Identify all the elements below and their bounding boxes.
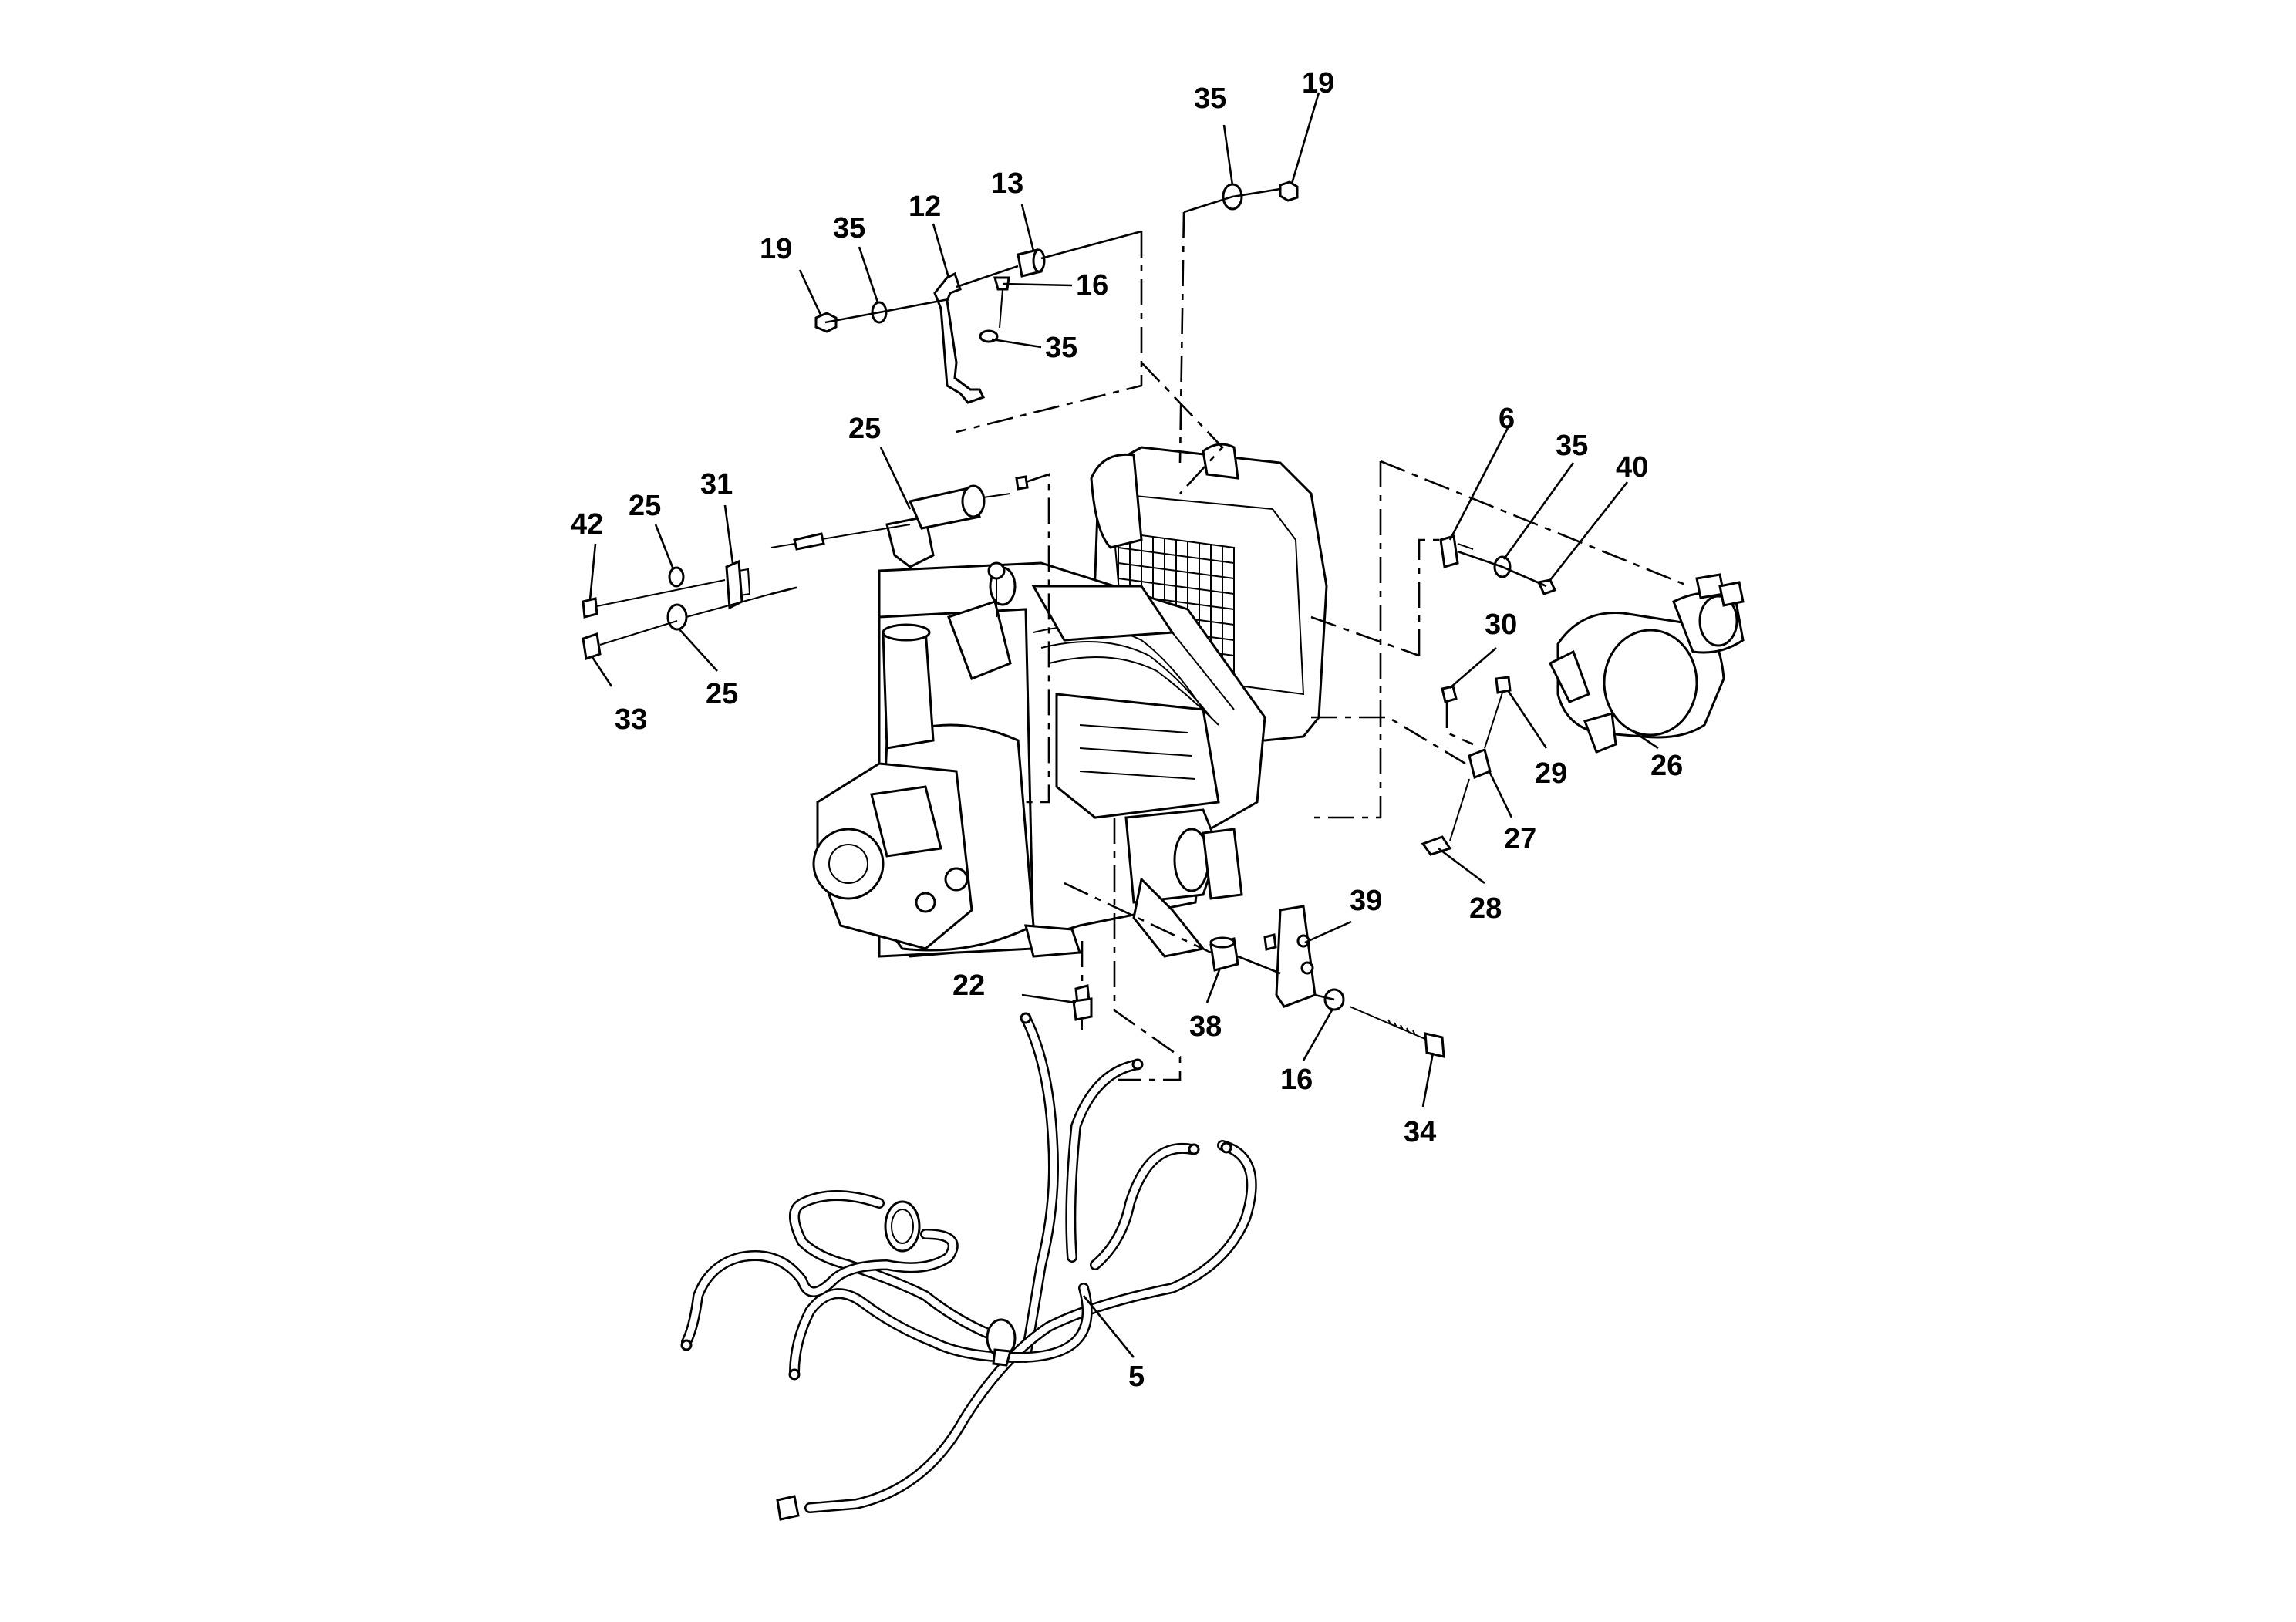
callout-35-mid: 35 — [1045, 332, 1077, 364]
callout-25-left: 25 — [629, 490, 661, 522]
callout-12: 12 — [909, 191, 941, 223]
engine-mount-group — [1064, 818, 1445, 1081]
callout-labels: 35 19 13 12 35 19 16 35 25 31 25 42 33 2… — [571, 67, 1683, 1393]
oil-pressure-sender — [1072, 941, 1093, 1030]
callout-28: 28 — [1469, 892, 1502, 925]
callout-31: 31 — [700, 468, 733, 501]
callout-35-right: 35 — [1556, 430, 1588, 462]
throttle-linkage-group — [1311, 676, 1512, 856]
upper-bracket-group — [814, 180, 1299, 494]
callout-42: 42 — [571, 508, 603, 541]
callout-25-top: 25 — [848, 413, 881, 445]
callout-30: 30 — [1485, 609, 1517, 641]
callout-19-top: 19 — [1302, 67, 1334, 99]
callout-35-top: 35 — [1194, 83, 1226, 115]
callout-16-top: 16 — [1076, 269, 1108, 302]
callout-26: 26 — [1650, 750, 1683, 782]
callout-39: 39 — [1350, 885, 1382, 917]
callout-34: 34 — [1404, 1116, 1436, 1148]
leader-lines — [588, 92, 1659, 1358]
callout-25-bottom: 25 — [706, 678, 738, 710]
engine-assembly — [812, 443, 1328, 958]
callout-22: 22 — [952, 969, 985, 1002]
fuel-hose-harness — [680, 1012, 1257, 1521]
callout-33: 33 — [615, 703, 647, 736]
callout-13: 13 — [991, 167, 1023, 200]
callout-38: 38 — [1189, 1010, 1222, 1043]
callout-5: 5 — [1128, 1361, 1145, 1393]
callout-19-left: 19 — [760, 233, 792, 265]
callout-27: 27 — [1504, 823, 1536, 855]
air-cleaner-group — [1310, 460, 1745, 819]
callout-29: 29 — [1535, 757, 1567, 790]
throttle-solenoid-group — [582, 473, 1050, 804]
callout-6: 6 — [1499, 403, 1515, 435]
callout-40: 40 — [1616, 451, 1648, 484]
callout-35-left: 35 — [833, 212, 865, 244]
callout-16-bottom: 16 — [1280, 1064, 1313, 1096]
